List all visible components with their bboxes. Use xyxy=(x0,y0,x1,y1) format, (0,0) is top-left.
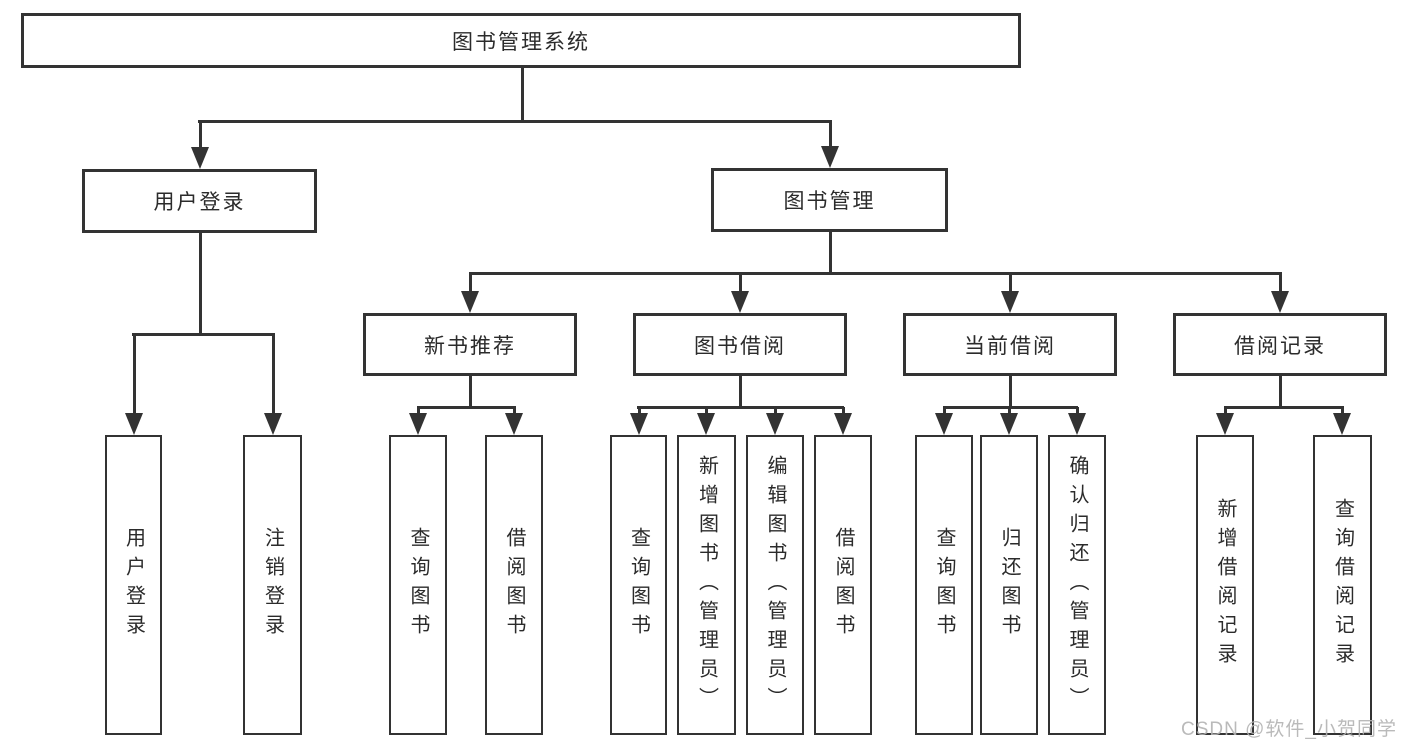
arrowhead-down-icon xyxy=(731,291,749,313)
arrowhead-down-icon xyxy=(1068,413,1086,435)
connector-vline xyxy=(841,407,845,415)
arrowhead-down-icon xyxy=(821,146,839,168)
arrowhead-down-icon xyxy=(264,413,282,435)
connector-vline xyxy=(738,273,742,293)
node-leaf-add-borrow-record: 新增借阅记录 xyxy=(1196,435,1254,735)
connector-vline xyxy=(271,334,275,414)
connector-vline xyxy=(942,407,946,415)
connector-vline xyxy=(1008,273,1012,293)
arrowhead-down-icon xyxy=(1333,413,1351,435)
arrowhead-down-icon xyxy=(125,413,143,435)
node-leaf-user-login: 用户登录 xyxy=(105,435,162,735)
leaf-label: 借阅图书 xyxy=(503,527,525,643)
leaf-label: 编辑图书（管理员） xyxy=(764,454,786,716)
leaf-label: 新增图书（管理员） xyxy=(695,454,718,716)
node-leaf-edit-books-admin: 编辑图书（管理员） xyxy=(746,435,804,735)
connector-vline xyxy=(468,273,472,293)
connector-hline xyxy=(469,271,1282,275)
leaf-label: 借阅图书 xyxy=(832,527,854,643)
node-new-book-recommendation: 新书推荐 xyxy=(363,313,577,376)
leaf-label: 查询图书 xyxy=(627,527,650,643)
connector-vline xyxy=(512,407,516,415)
arrowhead-down-icon xyxy=(630,413,648,435)
connector-vline xyxy=(1340,407,1344,415)
connector-vline xyxy=(520,68,524,123)
node-leaf-query-books-borrow: 查询图书 xyxy=(610,435,667,735)
node-book-borrowing: 图书借阅 xyxy=(633,313,847,376)
node-leaf-return-books: 归还图书 xyxy=(980,435,1038,735)
node-library-management-system: 图书管理系统 xyxy=(21,13,1021,68)
connector-hline xyxy=(943,405,1078,409)
connector-vline xyxy=(198,121,202,150)
connector-vline xyxy=(704,407,708,415)
node-leaf-logout: 注销登录 xyxy=(243,435,302,735)
leaf-label: 查询图书 xyxy=(933,527,955,643)
arrowhead-down-icon xyxy=(505,413,523,435)
arrowhead-down-icon xyxy=(834,413,852,435)
connector-vline xyxy=(1223,407,1227,415)
connector-vline xyxy=(1008,376,1012,408)
leaf-label: 查询图书 xyxy=(407,527,429,643)
leaf-label: 新增借阅记录 xyxy=(1214,498,1236,672)
connector-vline xyxy=(738,376,742,408)
node-leaf-borrow-books: 借阅图书 xyxy=(814,435,872,735)
connector-vline xyxy=(637,407,641,415)
leaf-label: 注销登录 xyxy=(261,527,284,643)
leaf-label: 用户登录 xyxy=(122,527,145,643)
node-leaf-borrow-books-recommend: 借阅图书 xyxy=(485,435,543,735)
arrowhead-down-icon xyxy=(1271,291,1289,313)
connector-hline xyxy=(1224,405,1344,409)
leaf-label: 归还图书 xyxy=(998,527,1020,643)
connector-vline xyxy=(828,232,832,274)
node-leaf-query-books-recommend: 查询图书 xyxy=(389,435,447,735)
connector-hline xyxy=(637,405,844,409)
node-leaf-confirm-return-admin: 确认归还（管理员） xyxy=(1048,435,1106,735)
connector-vline xyxy=(773,407,777,415)
arrowhead-down-icon xyxy=(935,413,953,435)
connector-vline xyxy=(1007,407,1011,415)
arrowhead-down-icon xyxy=(1216,413,1234,435)
connector-vline xyxy=(468,376,472,408)
connector-vline xyxy=(1075,407,1079,415)
leaf-label: 确认归还（管理员） xyxy=(1066,454,1088,716)
connector-vline xyxy=(1278,273,1282,293)
arrowhead-down-icon xyxy=(191,147,209,169)
arrowhead-down-icon xyxy=(1000,413,1018,435)
node-user-login: 用户登录 xyxy=(82,169,317,233)
arrowhead-down-icon xyxy=(766,413,784,435)
connector-vline xyxy=(1278,376,1282,408)
connector-hline xyxy=(198,119,832,123)
node-leaf-add-books-admin: 新增图书（管理员） xyxy=(677,435,736,735)
connector-hline xyxy=(417,405,516,409)
node-book-management: 图书管理 xyxy=(711,168,948,232)
arrowhead-down-icon xyxy=(461,291,479,313)
arrowhead-down-icon xyxy=(1001,291,1019,313)
csdn-watermark: CSDN @软件_小贺同学 xyxy=(1181,719,1397,740)
arrowhead-down-icon xyxy=(697,413,715,435)
node-leaf-query-borrow-record: 查询借阅记录 xyxy=(1313,435,1372,735)
connector-hline xyxy=(132,332,275,336)
connector-vline xyxy=(198,233,202,335)
node-borrowing-records: 借阅记录 xyxy=(1173,313,1387,376)
connector-vline xyxy=(416,407,420,415)
arrowhead-down-icon xyxy=(409,413,427,435)
connector-vline xyxy=(828,121,832,149)
leaf-label: 查询借阅记录 xyxy=(1331,498,1354,672)
connector-vline xyxy=(132,334,136,414)
node-leaf-query-books-current: 查询图书 xyxy=(915,435,973,735)
node-current-borrowing: 当前借阅 xyxy=(903,313,1117,376)
